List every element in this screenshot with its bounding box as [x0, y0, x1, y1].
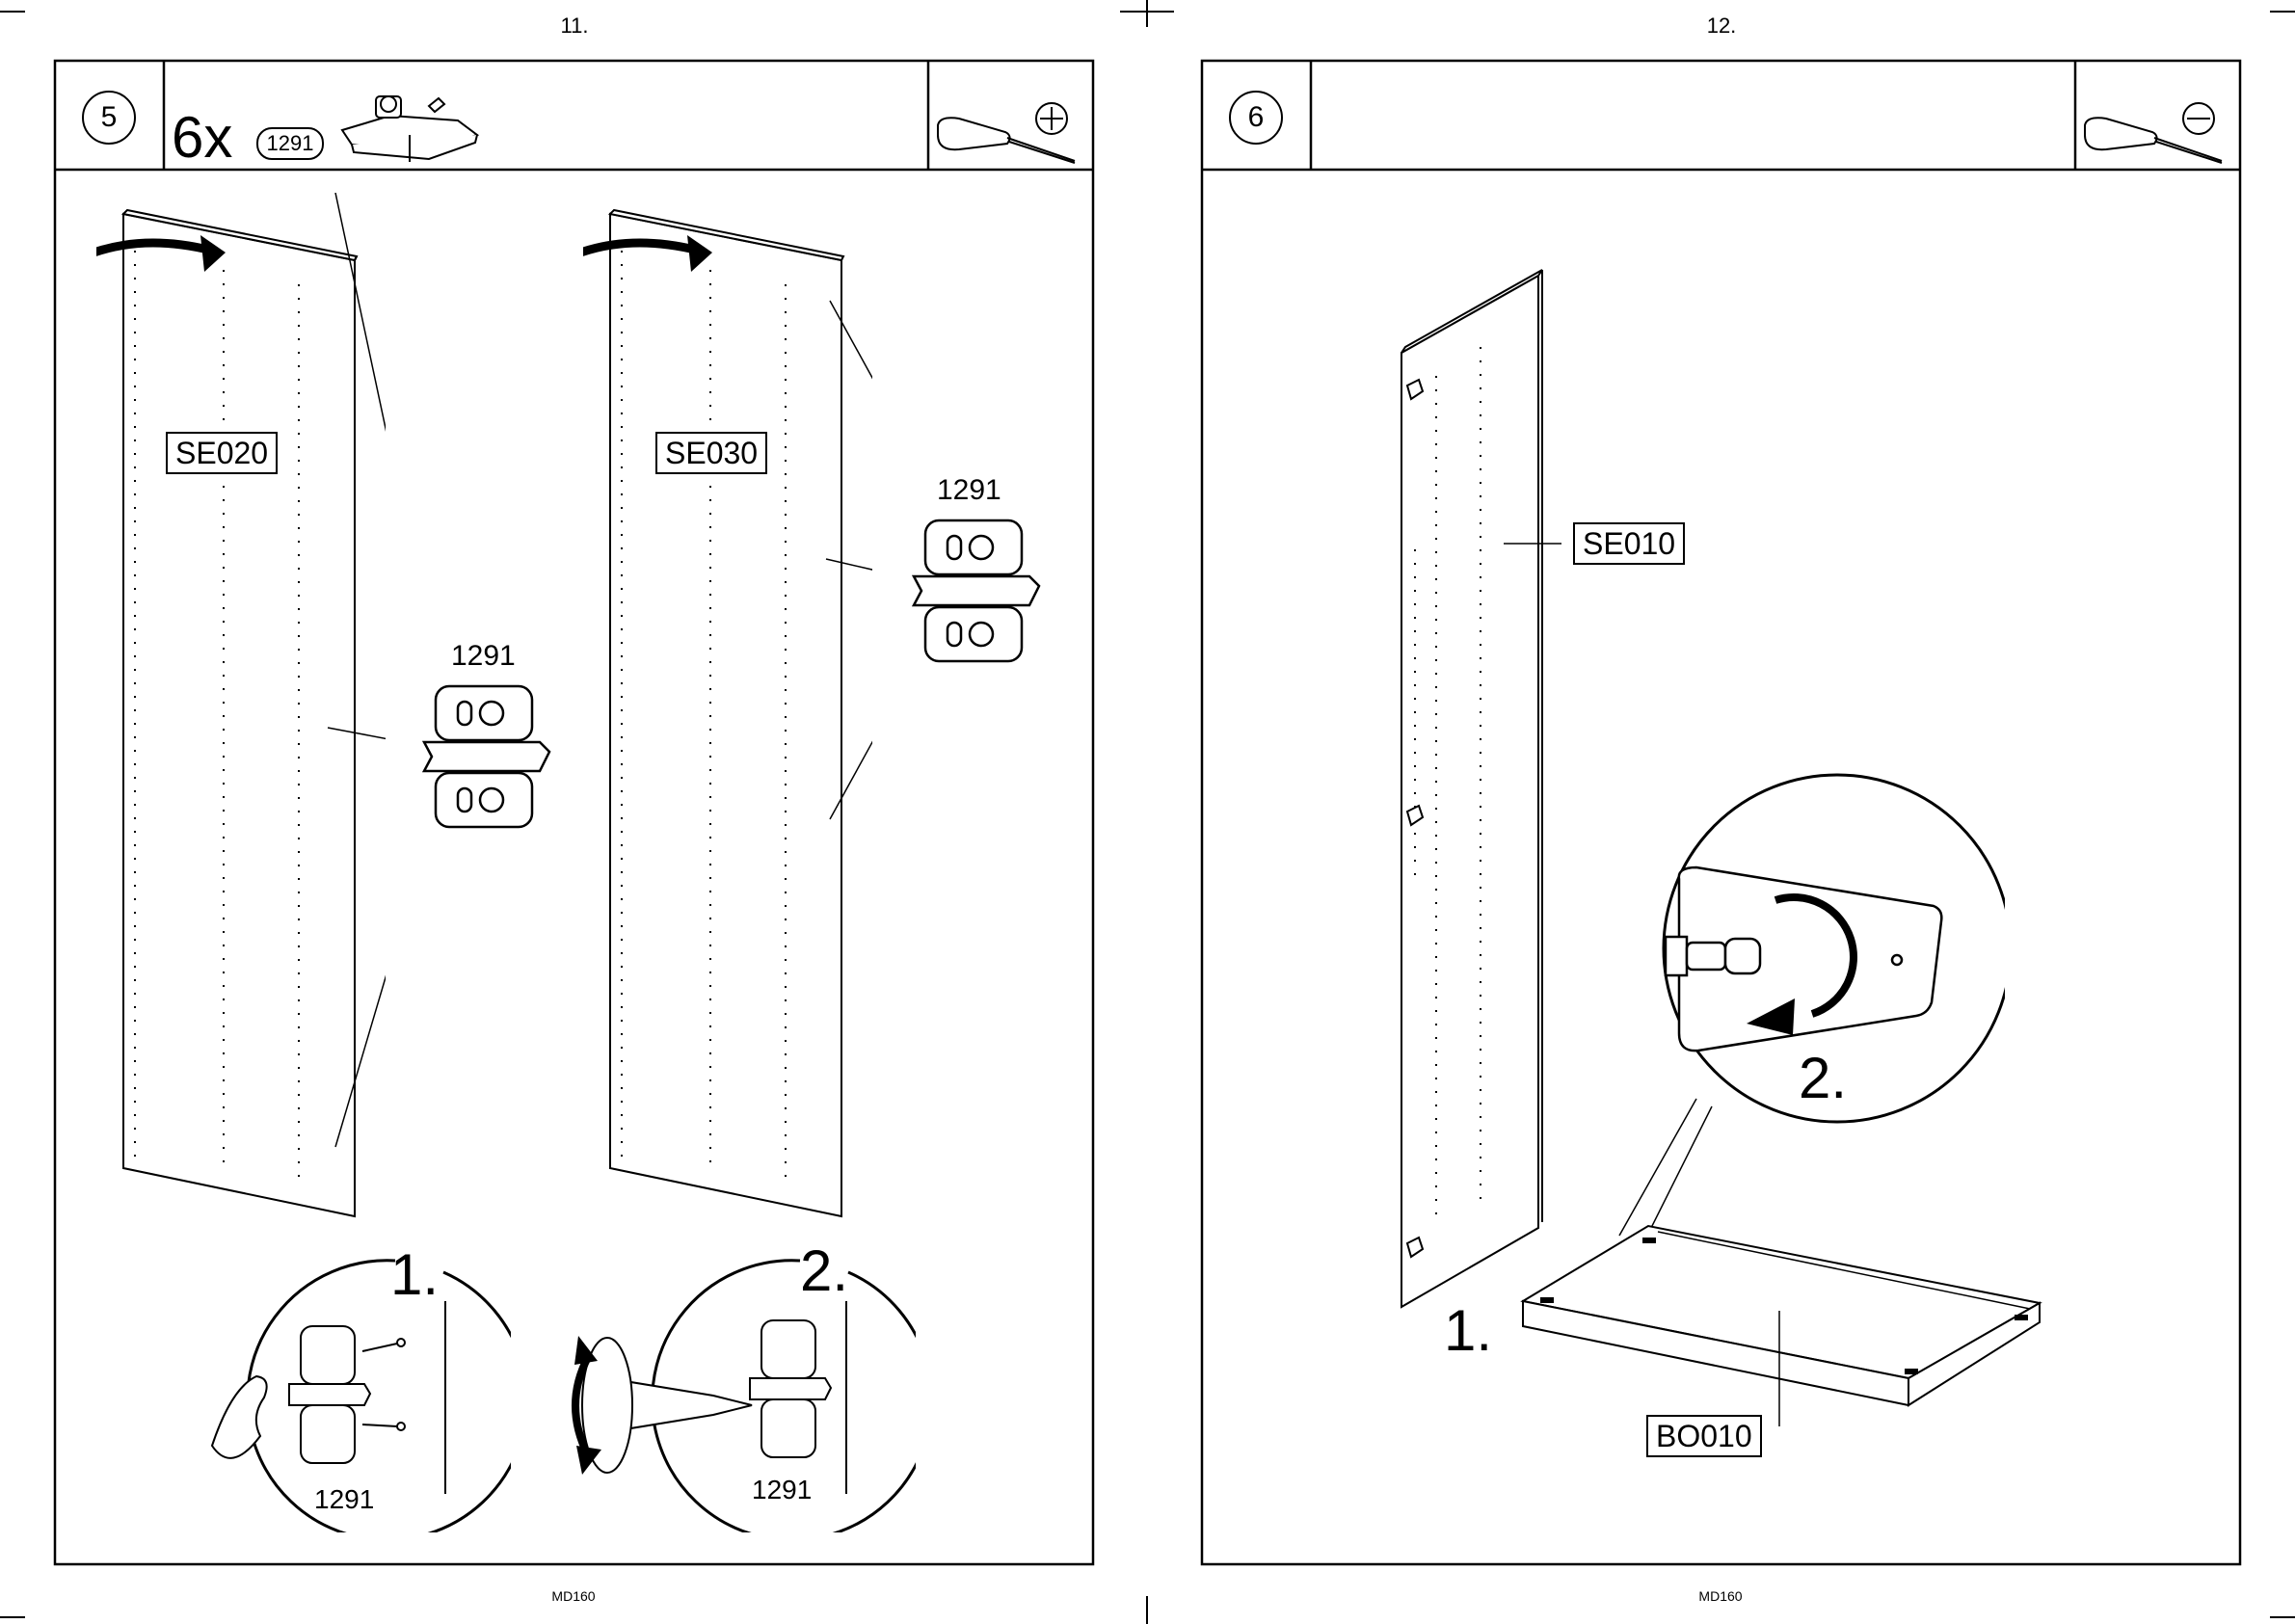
panel-label-se030: SE030: [655, 432, 767, 474]
panel-bo010-drawing: [1504, 1214, 2063, 1426]
panel-label-bo010: BO010: [1646, 1415, 1762, 1457]
action-step-1-label: 1.: [1444, 1297, 1492, 1364]
panel-se020-drawing: [96, 193, 386, 1234]
hinge-plate-illustration-a: [414, 675, 559, 848]
detail-step-2-label-p12: 2.: [1799, 1045, 1847, 1111]
part-callout-1291-b: 1291: [937, 474, 1001, 507]
step-number-badge: 5: [82, 91, 136, 145]
hinge-plate-icon: [333, 77, 487, 164]
footer-code-left: MD160: [535, 1588, 612, 1604]
footer-code-right: MD160: [1682, 1588, 1759, 1604]
panel-se010-drawing: [1388, 260, 1561, 1320]
detail-circle-cam-lock: [1542, 771, 2005, 1272]
step-number-badge-6: 6: [1229, 91, 1283, 145]
part-callout-1291-a: 1291: [451, 640, 516, 673]
panel-se030-drawing: [583, 193, 872, 1234]
hinge-plate-illustration-b: [904, 509, 1049, 682]
detail-step-2-label: 2.: [800, 1238, 848, 1304]
detail-2-part-label: 1291: [752, 1475, 812, 1505]
panel-label-se010: SE010: [1573, 522, 1685, 565]
phillips-screwdriver-icon: [930, 92, 1089, 169]
panel-label-se020: SE020: [166, 432, 278, 474]
flathead-screwdriver-icon: [2077, 92, 2236, 169]
part-number-badge: 1291: [256, 127, 324, 160]
detail-1-part-label: 1291: [314, 1484, 374, 1515]
quantity-label: 6x: [172, 104, 232, 172]
detail-circle-2: [569, 1243, 916, 1532]
detail-step-1-label: 1.: [390, 1241, 439, 1308]
